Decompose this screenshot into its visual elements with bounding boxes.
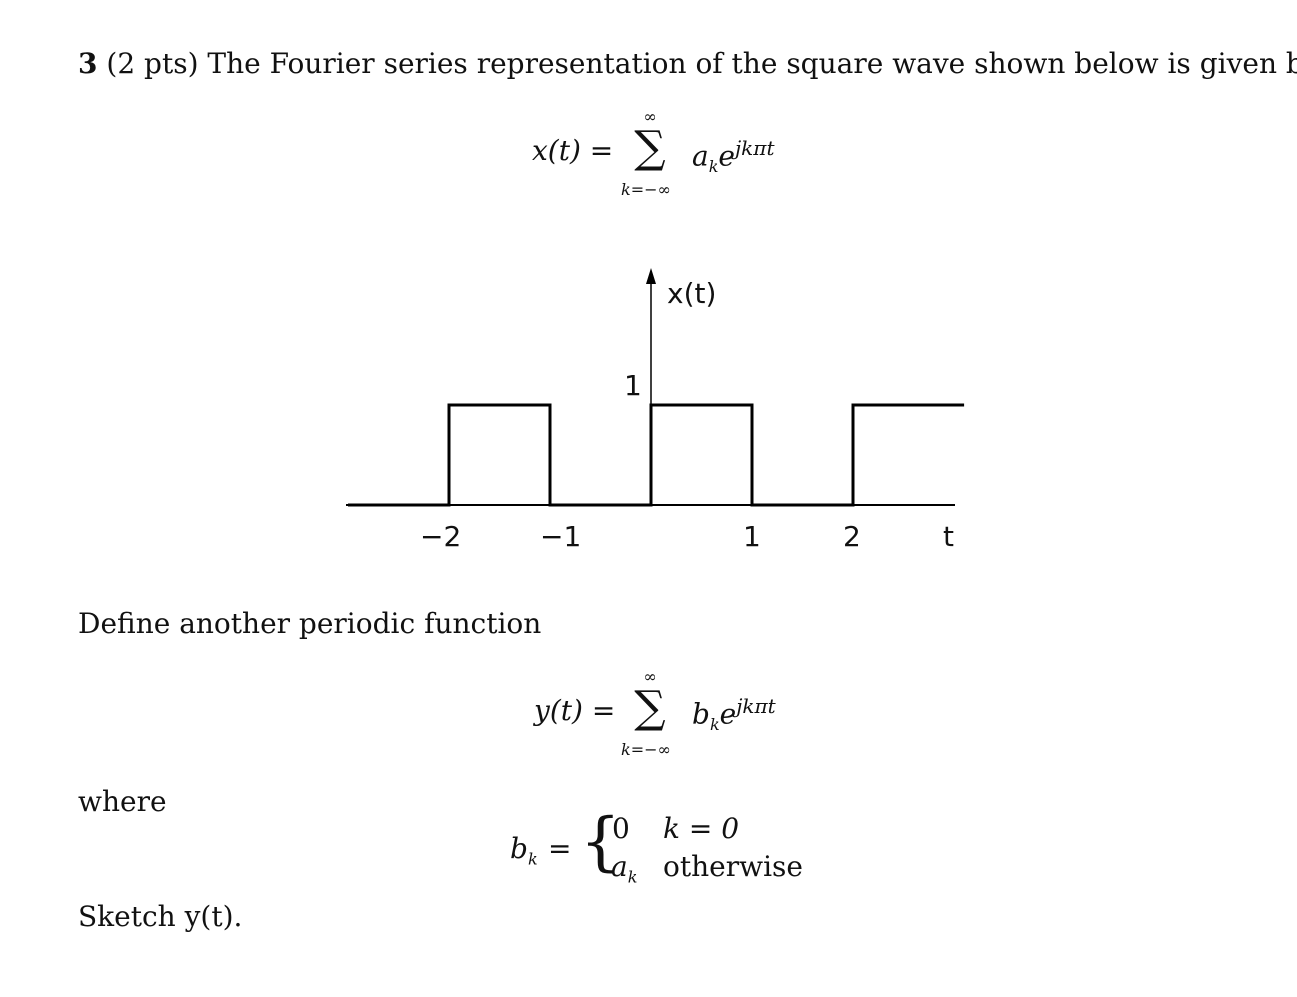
y-axis-arrow-icon	[646, 268, 656, 284]
x-tick-label-2: 2	[843, 520, 861, 553]
equation-y-exponent: jkπt	[736, 694, 776, 718]
equation-b-lhs: bk	[510, 832, 538, 869]
equation-y-coef: b	[692, 697, 710, 731]
define-text: Define another periodic function	[78, 607, 542, 640]
equation-b-sub: k	[527, 849, 538, 869]
equation-x-sub: k	[708, 156, 719, 176]
case2-coef: a	[611, 850, 628, 883]
equation-x-sum: ∞ ∑	[630, 107, 670, 170]
equation-x-lower-limit: k=−∞	[621, 180, 671, 199]
equation-y-lhs-text: y(t) =	[534, 694, 616, 727]
equation-y-lhs: y(t) =	[534, 694, 615, 727]
equation-x-upper-limit: ∞	[643, 107, 657, 126]
where-text: where	[78, 785, 167, 818]
equation-x-term: akejkπt	[692, 136, 775, 176]
equation-y-sum: ∞ ∑	[630, 667, 670, 730]
square-wave-plot	[346, 268, 965, 507]
x-tick-label-neg1: −1	[540, 520, 582, 553]
x-axis-label: t	[943, 520, 954, 553]
problem-text: The Fourier series representation of the…	[207, 47, 1297, 80]
case2-sub: k	[627, 867, 638, 887]
problem-statement: 3 (2 pts) The Fourier series representat…	[78, 44, 1297, 84]
case1-value: 0	[612, 812, 630, 845]
equation-y-sub: k	[709, 714, 720, 734]
square-wave-line	[348, 403, 965, 507]
x-tick-label-1: 1	[743, 520, 761, 553]
x-tick-label-neg2: −2	[420, 520, 462, 553]
equation-x-sum-symbol: ∑	[634, 122, 666, 173]
equation-x-lhs: x(t) =	[532, 134, 613, 167]
equation-y-upper-limit: ∞	[643, 667, 657, 686]
equation-x-exponent: jkπt	[734, 136, 775, 160]
equation-y-lower-limit: k=−∞	[621, 740, 671, 759]
y-axis-label: x(t)	[667, 277, 717, 310]
sketch-text: Sketch y(t).	[78, 900, 243, 933]
case2-condition: otherwise	[663, 850, 803, 883]
equation-b-coef: b	[510, 832, 528, 865]
equation-x-lhs-text: x(t) =	[532, 134, 614, 167]
case2-value: ak	[611, 850, 637, 887]
equation-y-term: bkejkπt	[692, 694, 776, 734]
problem-number: 3	[78, 47, 98, 80]
piecewise-brace: {	[580, 805, 621, 879]
equation-b-equals: =	[548, 832, 572, 865]
case1-condition: k = 0	[663, 812, 740, 845]
problem-points: (2 pts)	[106, 47, 199, 80]
equation-y-exp-base: e	[719, 697, 737, 731]
y-tick-label-1: 1	[624, 369, 642, 402]
equation-x-exp-base: e	[718, 139, 735, 173]
equation-y-sum-symbol: ∑	[634, 682, 666, 733]
equation-x-coef: a	[692, 139, 709, 173]
